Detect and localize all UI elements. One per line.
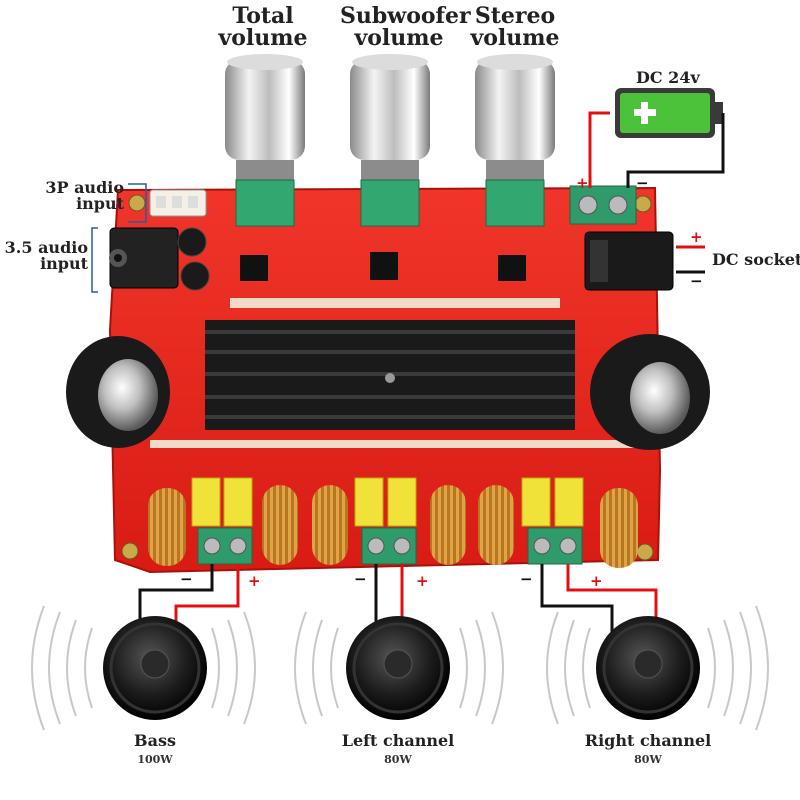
left-minus-sign: −	[354, 570, 367, 588]
right-speaker-watt: 80W	[634, 753, 662, 766]
bass-speaker-watt: 100W	[137, 753, 173, 766]
bass-speaker-label: Bass	[134, 731, 176, 750]
3p-audio-line1: 3P audio	[45, 178, 124, 197]
socket-plus-sign: +	[690, 228, 703, 246]
stereo-volume-knob	[475, 54, 555, 227]
left-speaker-label: Left channel	[341, 731, 455, 750]
battery-label: DC 24v	[636, 68, 700, 87]
35-audio-line1: 3.5 audio	[4, 238, 88, 257]
total-volume-line1: Total	[232, 3, 294, 29]
filter-capacitor-right	[590, 334, 710, 450]
bass-minus-sign: −	[180, 570, 193, 588]
output-coils	[148, 485, 638, 568]
stereo-volume-line2: volume	[470, 25, 560, 51]
bass-plus-sign: +	[248, 572, 261, 590]
subwoofer-volume-label: Subwoofer volume	[340, 3, 471, 51]
sound-waves	[31, 605, 769, 731]
right-minus-sign: −	[520, 570, 533, 588]
speaker-left	[346, 616, 450, 720]
right-plus-sign: +	[590, 572, 603, 590]
socket-minus-sign: −	[690, 272, 703, 290]
subwoofer-volume-line1: Subwoofer	[340, 3, 471, 29]
battery-icon	[615, 88, 723, 138]
35-audio-line2: input	[40, 254, 88, 273]
power-minus-sign: −	[636, 174, 649, 192]
right-speaker-label: Right channel	[584, 731, 712, 750]
left-speaker-watt: 80W	[384, 753, 412, 766]
speaker-bass	[103, 616, 207, 720]
speaker-terminals	[197, 527, 583, 565]
total-volume-label: Total volume	[218, 5, 308, 49]
3p-audio-input-label: 3P audio input	[16, 180, 124, 212]
stereo-volume-label: Stereo volume	[470, 5, 560, 49]
filter-capacitor-left	[66, 336, 170, 448]
subwoofer-volume-line2: volume	[354, 25, 444, 51]
heatsink	[205, 320, 575, 430]
total-volume-line2: volume	[218, 25, 308, 51]
3p-audio-line2: input	[76, 194, 124, 213]
total-volume-knob	[225, 54, 305, 227]
speaker-right	[596, 616, 700, 720]
subwoofer-volume-knob	[350, 54, 430, 227]
dc-socket-label: DC socket	[712, 250, 800, 269]
power-plus-sign: +	[576, 174, 589, 192]
film-capacitors	[191, 477, 584, 527]
35-audio-input-label: 3.5 audio input	[0, 240, 88, 272]
left-plus-sign: +	[416, 572, 429, 590]
stereo-volume-line1: Stereo	[474, 3, 556, 29]
